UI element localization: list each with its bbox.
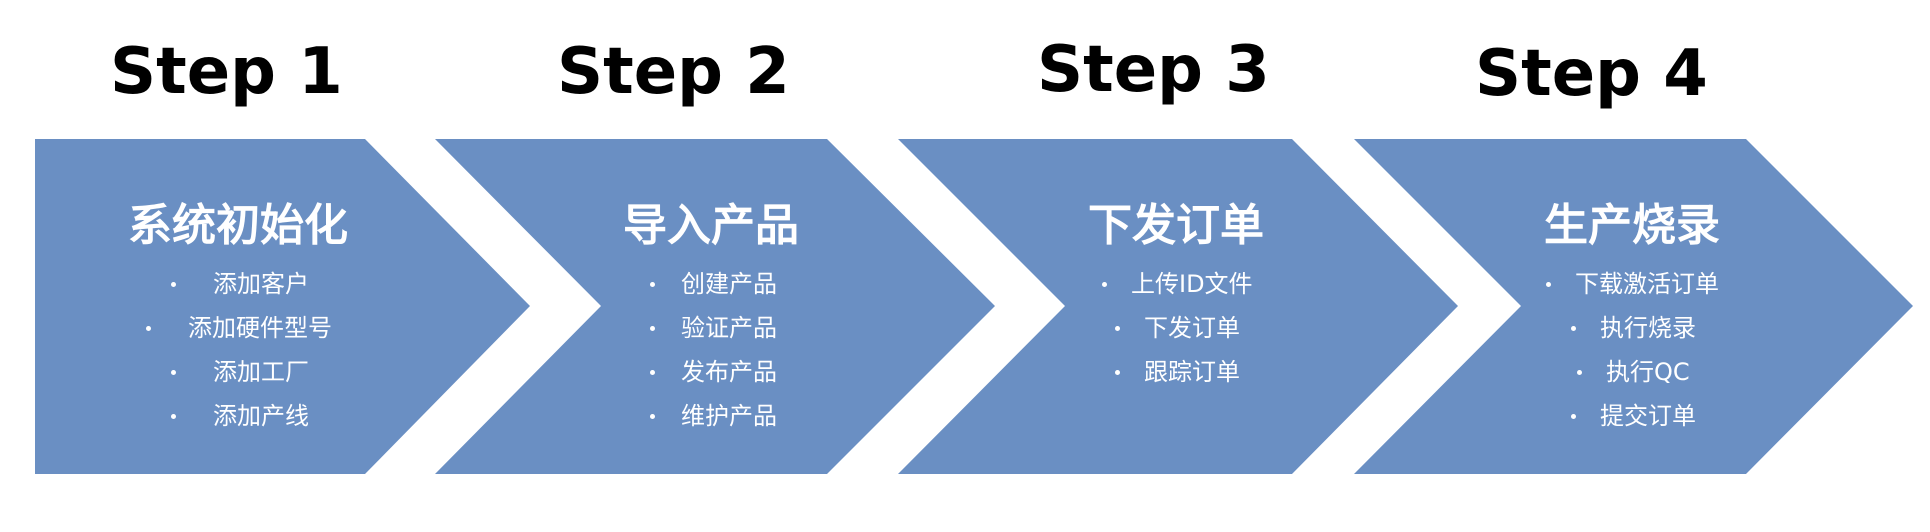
step-2-chevron: [435, 139, 995, 474]
list-item: 提交订单: [1571, 404, 1696, 428]
bullet-icon: [650, 326, 655, 331]
bullet-icon: [171, 414, 176, 419]
bullet-icon: [1571, 326, 1576, 331]
bullet-icon: [650, 414, 655, 419]
step-3-label: Step 3: [1037, 33, 1270, 107]
bullet-icon: [146, 326, 151, 331]
list-item: 下载激活订单: [1546, 272, 1719, 296]
bullet-icon: [1577, 370, 1582, 375]
list-item: 维护产品: [650, 404, 777, 428]
list-item: 添加产线: [171, 404, 309, 428]
step-3-chevron: [898, 139, 1458, 474]
bullet-icon: [1115, 370, 1120, 375]
step-2-title: 导入产品: [623, 200, 799, 251]
step-1-label: Step 1: [110, 35, 343, 109]
bullet-icon: [1102, 282, 1107, 287]
step-4-label: Step 4: [1475, 37, 1708, 111]
bullet-icon: [171, 282, 176, 287]
bullet-icon: [1115, 326, 1120, 331]
step-1-title: 系统初始化: [128, 200, 348, 251]
list-item: 创建产品: [650, 272, 777, 296]
list-item: 添加工厂: [171, 360, 309, 384]
bullet-icon: [650, 370, 655, 375]
list-item: 跟踪订单: [1115, 360, 1240, 384]
bullet-icon: [171, 370, 176, 375]
step-4-title: 生产烧录: [1544, 200, 1720, 251]
list-item: 添加客户: [171, 272, 309, 296]
bullet-icon: [1571, 414, 1576, 419]
list-item: 上传ID文件: [1102, 272, 1253, 296]
list-item: 执行烧录: [1571, 316, 1696, 340]
step-2-label: Step 2: [557, 35, 790, 109]
list-item: 下发订单: [1115, 316, 1240, 340]
bullet-icon: [650, 282, 655, 287]
step-3-title: 下发订单: [1088, 200, 1264, 251]
list-item: 发布产品: [650, 360, 777, 384]
list-item: 验证产品: [650, 316, 777, 340]
step-4-chevron: [1354, 139, 1913, 474]
list-item: 添加硬件型号: [146, 316, 332, 340]
bullet-icon: [1546, 282, 1551, 287]
step-1-shape: [35, 139, 530, 474]
list-item: 执行QC: [1577, 360, 1690, 384]
